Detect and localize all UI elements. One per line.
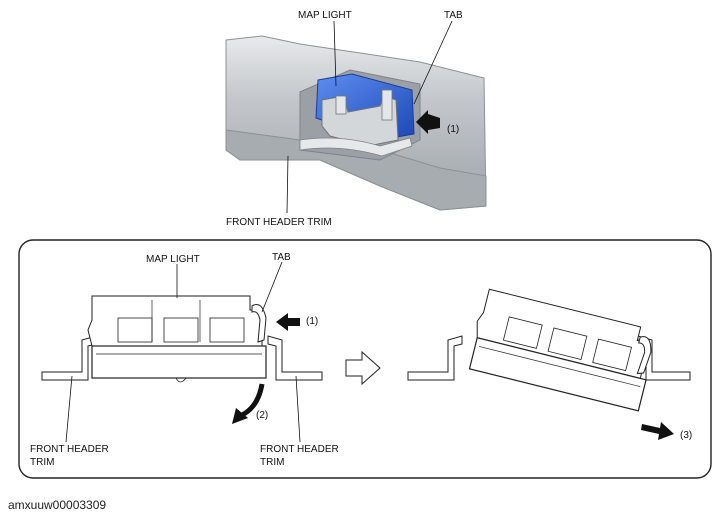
detail-trim-right-label-line2: TRIM bbox=[260, 457, 285, 468]
tab-leader bbox=[413, 20, 453, 105]
detail-step2-label: (2) bbox=[256, 410, 269, 421]
detail-tab-leader bbox=[261, 261, 283, 313]
trim-front-lip bbox=[299, 137, 413, 157]
map-light-cell-3 bbox=[209, 317, 245, 343]
top-step1-label: (1) bbox=[447, 124, 460, 135]
installed-view bbox=[41, 261, 323, 443]
clip-tab-right bbox=[381, 89, 393, 121]
tilted-cell-3 bbox=[592, 338, 632, 372]
document-id: amxuuw00003309 bbox=[8, 498, 107, 512]
map-light-leader bbox=[333, 20, 337, 87]
press-arrow-icon bbox=[416, 110, 440, 134]
map-light-housing bbox=[87, 295, 263, 347]
detail-step1-label: (1) bbox=[306, 316, 319, 327]
tab-hook-shape bbox=[251, 304, 267, 343]
hollow-right-arrow-icon bbox=[345, 350, 381, 386]
detail-figure bbox=[18, 239, 712, 479]
tilted-map-light bbox=[468, 288, 652, 412]
clip-tab-left bbox=[335, 95, 347, 115]
map-light-cell-2 bbox=[163, 317, 199, 343]
detail-tab-label: TAB bbox=[272, 252, 291, 263]
tilted-tab-hook bbox=[636, 336, 652, 375]
detail-trim-right-leader bbox=[295, 375, 301, 443]
tilted-lens-line bbox=[479, 346, 641, 387]
detail-trim-left-label-line1: FRONT HEADER bbox=[30, 444, 109, 455]
top-figure bbox=[225, 20, 487, 214]
tilted-cell-1 bbox=[502, 316, 543, 349]
trim-right-section bbox=[267, 335, 323, 381]
lens-screw-mark bbox=[175, 377, 187, 383]
top-front-header-trim-label: FRONT HEADER TRIM bbox=[226, 217, 332, 228]
removal-view bbox=[407, 288, 691, 440]
trim-left-section-2 bbox=[407, 335, 463, 381]
tilted-lens bbox=[468, 337, 647, 412]
map-light-lens bbox=[91, 345, 267, 379]
front-header-trim-leader bbox=[286, 155, 289, 214]
detail-trim-left-leader bbox=[65, 375, 73, 443]
detail-map-light-label: MAP LIGHT bbox=[146, 254, 200, 265]
detail-trim-right-label-line1: FRONT HEADER bbox=[260, 444, 339, 455]
top-map-light-label: MAP LIGHT bbox=[298, 10, 352, 21]
rotate-down-arrowhead bbox=[232, 408, 248, 424]
tilted-cell-2 bbox=[547, 327, 588, 360]
detail-step3-label: (3) bbox=[680, 430, 693, 441]
top-tab-label: TAB bbox=[444, 10, 463, 21]
push-tab-arrow-icon bbox=[276, 313, 300, 331]
detail-trim-left-label-line2: TRIM bbox=[30, 457, 55, 468]
pull-out-arrow-icon bbox=[641, 422, 674, 440]
